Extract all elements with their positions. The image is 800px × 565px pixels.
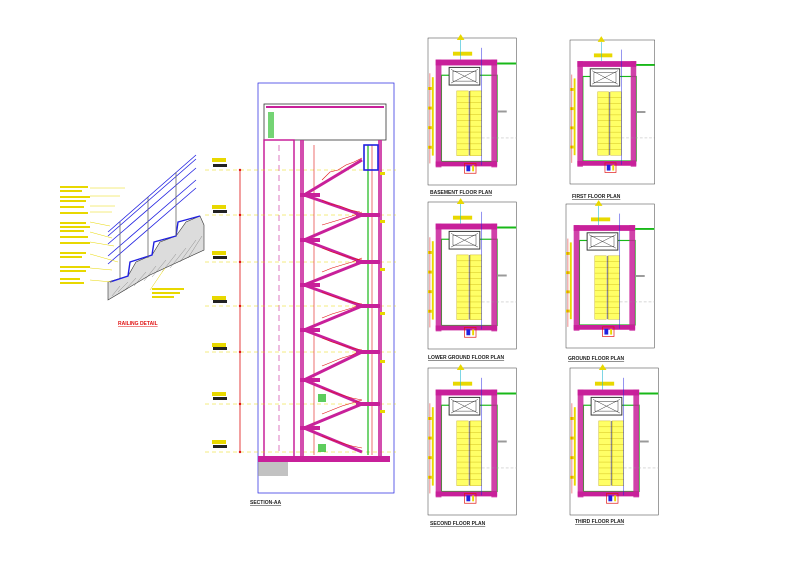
plan-lower-ground-title: LOWER GROUND FLOOR PLAN	[428, 355, 504, 361]
railing-detail-hatch	[111, 235, 203, 297]
plan-ground: GROUND FLOOR PLAN	[565, 199, 656, 362]
plan-basement-title: BASEMENT FLOOR PLAN	[430, 190, 492, 196]
railing-detail-title: RAILING DETAIL	[118, 321, 158, 327]
section-roof	[263, 103, 387, 141]
plan-third-title: THIRD FLOOR PLAN	[575, 519, 625, 525]
plan-third: THIRD FLOOR PLAN	[569, 363, 660, 525]
section-roof-parapet	[268, 112, 274, 138]
plan-ground-title: GROUND FLOOR PLAN	[568, 356, 624, 362]
plan-second-title: SECOND FLOOR PLAN	[430, 521, 486, 527]
section-level-lines	[205, 169, 396, 453]
plan-first-title: FIRST FLOOR PLAN	[572, 194, 621, 200]
railing-detail-leaders	[89, 187, 166, 291]
railing-detail-notes	[60, 186, 184, 298]
railing-detail-balusters	[119, 172, 177, 278]
section-flights	[300, 157, 380, 454]
section-roof-slab	[266, 106, 384, 108]
plan-basement: BASEMENT FLOOR PLAN	[427, 33, 518, 196]
plan-first: FIRST FLOOR PLAN	[569, 35, 656, 200]
railing-detail-handrail	[107, 154, 197, 265]
section-level-markers	[212, 158, 227, 448]
railing-detail-treads	[109, 215, 201, 283]
plan-lower-ground: LOWER GROUND FLOOR PLAN	[427, 197, 518, 361]
plan-second: SECOND FLOOR PLAN	[427, 363, 518, 527]
railing-detail: RAILING DETAIL	[60, 154, 205, 327]
section-aa-title: SECTION-AA	[250, 500, 282, 506]
section-base-slab	[258, 456, 390, 462]
section-aa: SECTION-AA	[205, 82, 396, 506]
section-frame	[257, 82, 395, 494]
